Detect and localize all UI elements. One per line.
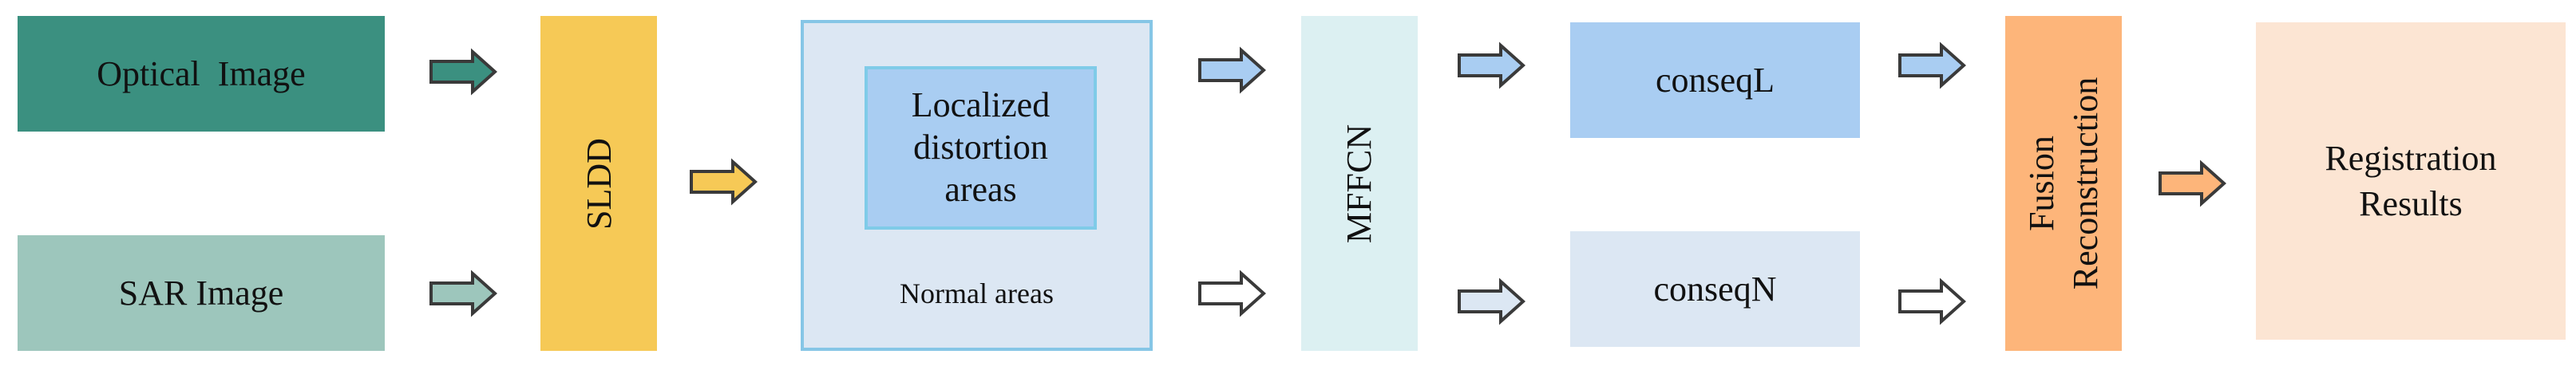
conseq-l-box: conseqL [1570, 22, 1860, 138]
normal-areas-label: Normal areas [900, 278, 1054, 309]
registration-results-box: Registration Results [2256, 22, 2566, 340]
arrow-sldd-to-areas [690, 158, 758, 206]
sar-image-box: SAR Image [18, 235, 385, 351]
arrow-optical-to-sldd [429, 48, 498, 96]
localized-distortion-box: Localized distortion areas [865, 66, 1097, 230]
arrow-conseq-n-to-fusion [1898, 278, 1967, 325]
arrow-mffcn-to-conseq-n [1458, 278, 1526, 325]
conseq-n-label: conseqN [1653, 270, 1777, 309]
arrow-fusion-to-results [2159, 159, 2227, 207]
registration-results-label: Registration Results [2325, 138, 2497, 223]
sldd-box: SLDD [540, 16, 657, 351]
arrow-mffcn-to-conseq-l [1458, 41, 1526, 89]
normal-areas-label-box: Normal areas [801, 270, 1153, 317]
arrow-normal-to-mffcn [1198, 270, 1267, 317]
arrow-localized-to-mffcn [1198, 46, 1267, 94]
conseq-n-box: conseqN [1570, 231, 1860, 347]
arrow-conseq-l-to-fusion [1898, 41, 1967, 89]
mffcn-box: MFFCN [1301, 16, 1418, 351]
localized-distortion-label: Localized distortion areas [911, 85, 1051, 209]
optical-image-box: Optical Image [18, 16, 385, 132]
conseq-l-label: conseqL [1655, 61, 1775, 100]
sar-image-label: SAR Image [118, 274, 284, 313]
arrow-sar-to-sldd [429, 270, 498, 317]
fusion-reconstruction-box: Fusion Reconstruction [2005, 16, 2122, 351]
optical-image-label: Optical Image [97, 54, 306, 93]
